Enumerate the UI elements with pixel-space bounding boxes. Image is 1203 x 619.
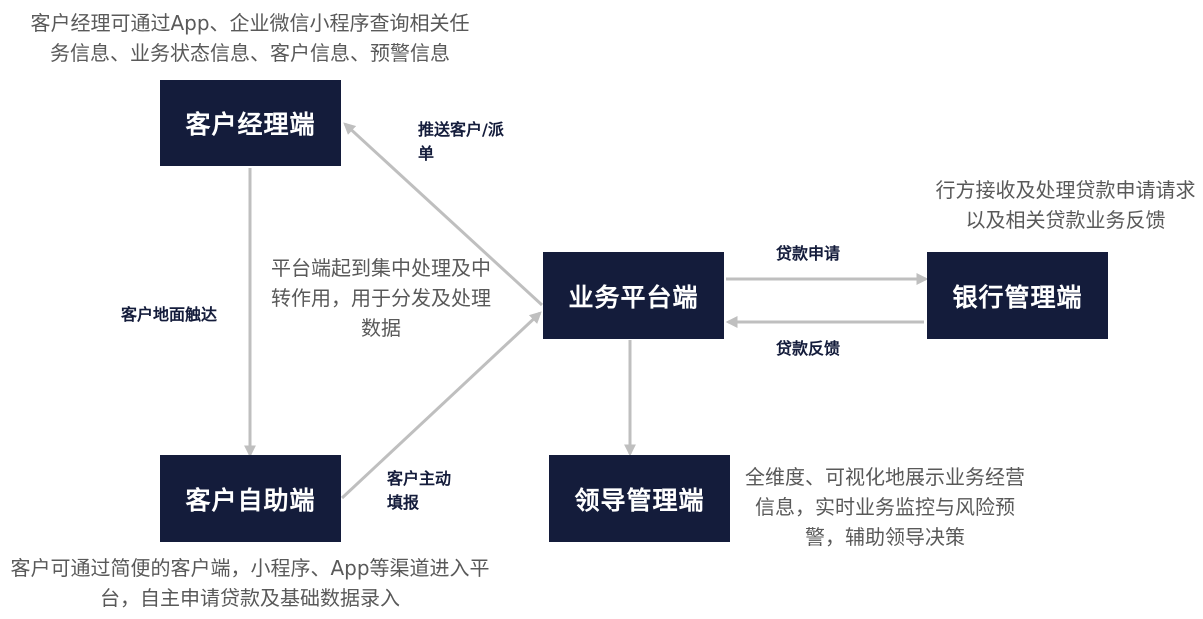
node-platform: 业务平台端 [543,252,724,339]
self-service-description: 客户可通过简便的客户端，小程序、App等渠道进入平台，自主申请贷款及基础数据录入 [10,556,490,610]
bank-description: 行方接收及处理贷款申请请求以及相关贷款业务反馈 [935,178,1196,232]
edge-label-self-fill: 客户主动填报 [387,469,452,512]
edge-label-loan-apply: 贷款申请 [776,244,841,263]
manager-description: 客户经理可通过App、企业微信小程序查询相关任务信息、业务状态信息、客户信息、预… [30,11,470,65]
node-manager: 客户经理端 [160,80,341,166]
platform-description: 平台端起到集中处理及中转作用，用于分发及处理数据 [271,256,491,340]
edge-label-loan-feedback: 贷款反馈 [776,339,841,358]
node-leader: 领导管理端 [549,455,730,542]
arrow-platform-to-manager [343,122,544,307]
edge-label-push: 推送客户/派单 [418,120,504,163]
edge-label-ground: 客户地面触达 [121,305,218,324]
arrow-self-service-to-platform [340,311,542,500]
node-self-service: 客户自助端 [160,455,341,542]
leader-description: 全维度、可视化地展示业务经营信息，实时业务监控与风险预警，辅助领导决策 [745,465,1025,549]
node-bank: 银行管理端 [927,252,1108,339]
